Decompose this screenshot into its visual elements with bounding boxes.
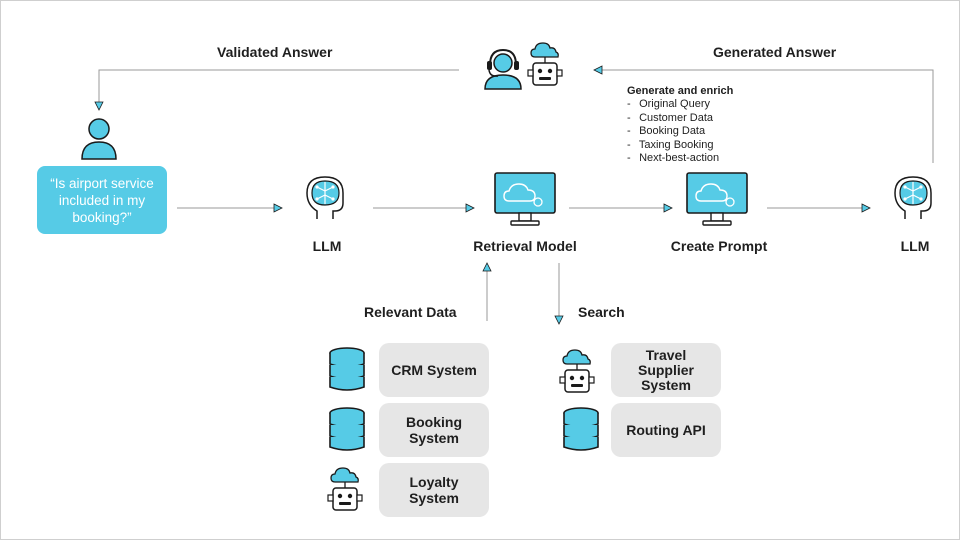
database-icon — [563, 407, 599, 451]
arrow-generated-answer — [593, 65, 934, 163]
question-bubble: “Is airport service included in my booki… — [37, 166, 167, 234]
label-retrieval-model: Retrieval Model — [473, 238, 577, 254]
label-generated-answer: Generated Answer — [713, 44, 837, 60]
cloud-monitor-icon — [686, 172, 748, 226]
ai-head-icon — [306, 176, 344, 219]
label-llm-2: LLM — [900, 238, 930, 254]
cloud-robot-icon — [327, 467, 363, 511]
enrich-list: Generate and enrich - Original Query - C… — [627, 85, 733, 165]
enrich-item: - Original Query — [627, 98, 710, 111]
enrich-item: - Booking Data — [627, 125, 706, 138]
booking-system-label: Booking System — [406, 414, 462, 446]
arrow-validated-answer — [94, 69, 459, 111]
enrich-item: - Taxing Booking — [627, 138, 714, 151]
label-search: Search — [578, 304, 625, 320]
enrich-item: - Customer Data — [627, 111, 714, 124]
travel-supplier-system-label: Travel Supplier System — [637, 346, 694, 393]
label-relevant-data: Relevant Data — [364, 304, 457, 320]
label-validated-answer: Validated Answer — [217, 44, 333, 60]
routing-api-label: Routing API — [626, 422, 706, 438]
database-icon — [329, 347, 365, 391]
crm-system-label: CRM System — [391, 362, 477, 378]
ai-head-icon — [894, 176, 932, 219]
cloud-robot-icon — [527, 42, 563, 86]
headset-agent-icon — [484, 48, 522, 90]
user-icon — [81, 118, 117, 160]
cloud-robot-icon — [559, 349, 595, 393]
loyalty-system-box: Loyalty System — [379, 463, 489, 517]
label-llm-1: LLM — [312, 238, 342, 254]
cloud-monitor-icon — [494, 172, 556, 226]
label-create-prompt: Create Prompt — [670, 238, 768, 254]
crm-system-box: CRM System — [379, 343, 489, 397]
database-icon — [329, 407, 365, 451]
travel-supplier-system-box: Travel Supplier System — [611, 343, 721, 397]
loyalty-system-label: Loyalty System — [409, 474, 459, 506]
enrich-item: - Next-best-action — [627, 152, 720, 165]
routing-api-box: Routing API — [611, 403, 721, 457]
booking-system-box: Booking System — [379, 403, 489, 457]
question-text: “Is airport service included in my booki… — [50, 175, 154, 225]
enrich-title: Generate and enrich — [627, 85, 734, 97]
